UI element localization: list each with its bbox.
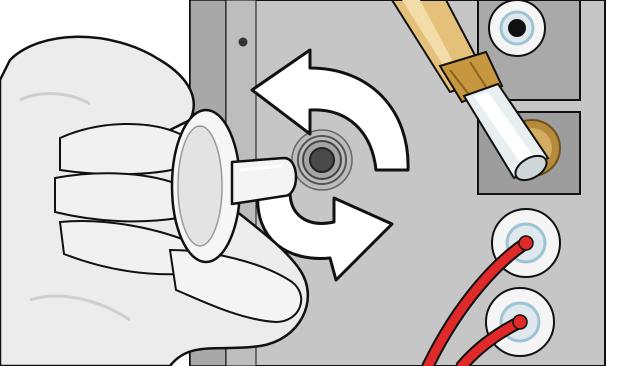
center-port-icon xyxy=(292,130,352,190)
